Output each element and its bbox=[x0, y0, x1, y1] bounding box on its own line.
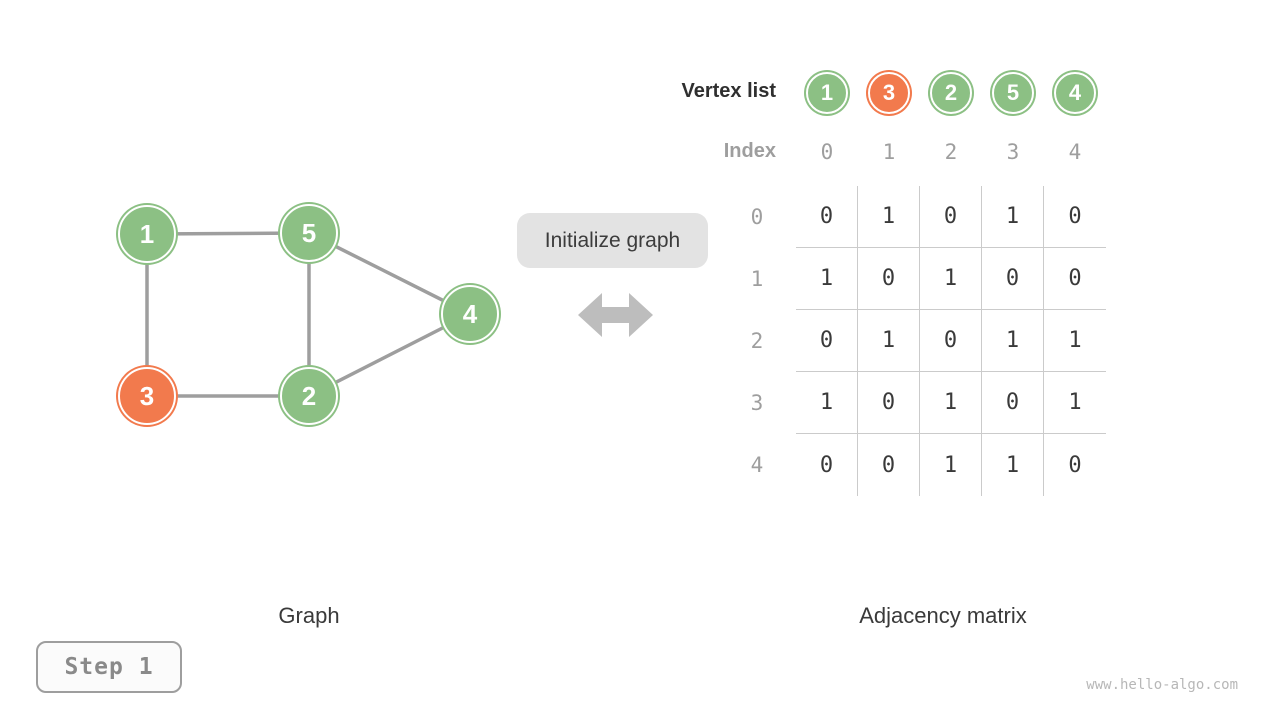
watermark: www.hello-algo.com bbox=[1086, 677, 1238, 693]
vertex-label: 4 bbox=[1068, 80, 1082, 105]
node-ring bbox=[930, 72, 972, 114]
vertex-circle-3: 3 bbox=[866, 70, 912, 116]
matrix-cell-r1c0: 1 bbox=[796, 248, 858, 310]
vertex-label: 2 bbox=[944, 80, 958, 105]
matrix-cell-r4c1: 0 bbox=[858, 434, 920, 496]
matrix-cell-r0c3: 1 bbox=[982, 186, 1044, 248]
index-value-0: 0 bbox=[820, 140, 834, 164]
node-ring bbox=[118, 367, 176, 425]
matrix-cell-r3c1: 0 bbox=[858, 372, 920, 434]
vertex-circle-5: 5 bbox=[990, 70, 1036, 116]
matrix-cell-r1c3: 0 bbox=[982, 248, 1044, 310]
matrix-caption: Adjacency matrix bbox=[859, 603, 1027, 628]
vertex-circle-4: 4 bbox=[1052, 70, 1098, 116]
graph-node-3: 3 bbox=[116, 365, 178, 427]
matrix-cell-r2c4: 1 bbox=[1044, 310, 1106, 372]
matrix-cell-r1c4: 0 bbox=[1044, 248, 1106, 310]
graph-node-1: 1 bbox=[116, 203, 178, 265]
graph-node-4: 4 bbox=[439, 283, 501, 345]
vertex-list-label: Vertex list bbox=[681, 80, 776, 102]
matrix-cell-r4c3: 1 bbox=[982, 434, 1044, 496]
step-badge: Step 1 bbox=[36, 641, 182, 693]
node-ring bbox=[868, 72, 910, 114]
matrix-cell-r4c0: 0 bbox=[796, 434, 858, 496]
row-label-2: 2 bbox=[750, 329, 764, 353]
node-label: 1 bbox=[139, 218, 155, 249]
vertex-circle-1: 1 bbox=[804, 70, 850, 116]
node-label: 5 bbox=[301, 217, 317, 248]
initialize-graph-label: Initialize graph bbox=[517, 213, 708, 268]
node-label: 4 bbox=[462, 298, 478, 329]
matrix-cell-r4c4: 0 bbox=[1068, 452, 1082, 478]
index-value-3: 3 bbox=[1006, 140, 1020, 164]
node-ring bbox=[1054, 72, 1096, 114]
graph-node-2: 2 bbox=[278, 365, 340, 427]
matrix-cell-r1c2: 1 bbox=[920, 248, 982, 310]
graph-caption: Graph bbox=[278, 603, 340, 628]
matrix-cell-r1c1: 0 bbox=[858, 248, 920, 310]
matrix-cell-r2c1: 1 bbox=[858, 310, 920, 372]
vertex-label: 5 bbox=[1006, 80, 1020, 105]
matrix-cell-r2c2: 0 bbox=[920, 310, 982, 372]
matrix-cell-r2c3: 1 bbox=[982, 310, 1044, 372]
graph-node-5: 5 bbox=[278, 202, 340, 264]
index-value-4: 4 bbox=[1068, 140, 1082, 164]
double-arrow-icon bbox=[578, 293, 653, 337]
node-ring bbox=[280, 367, 338, 425]
index-label: Index bbox=[723, 140, 776, 162]
node-label: 2 bbox=[301, 380, 317, 411]
node-ring bbox=[280, 204, 338, 262]
node-ring bbox=[118, 205, 176, 263]
matrix-row-labels: 0 1 2 3 4 bbox=[737, 186, 777, 496]
node-ring bbox=[441, 285, 499, 343]
matrix-cell-r3c0: 1 bbox=[796, 372, 858, 434]
node-ring bbox=[806, 72, 848, 114]
matrix-cell-r0c1: 1 bbox=[858, 186, 920, 248]
row-label-0: 0 bbox=[750, 205, 764, 229]
node-ring bbox=[992, 72, 1034, 114]
matrix-cell-r0c0: 0 bbox=[796, 186, 858, 248]
row-label-1: 1 bbox=[750, 267, 764, 291]
vertex-label: 1 bbox=[820, 80, 834, 105]
row-label-4: 4 bbox=[750, 453, 764, 477]
index-value-2: 2 bbox=[944, 140, 958, 164]
index-value-1: 1 bbox=[882, 140, 896, 164]
matrix-cell-r3c4: 1 bbox=[1044, 372, 1106, 434]
matrix-cell-r3c2: 1 bbox=[920, 372, 982, 434]
node-label: 3 bbox=[139, 380, 155, 411]
vertex-label: 3 bbox=[882, 80, 896, 105]
matrix-cell-r2c0: 0 bbox=[796, 310, 858, 372]
index-row: 0 1 2 3 4 bbox=[796, 135, 1106, 169]
vertex-circle-2: 2 bbox=[928, 70, 974, 116]
matrix-cell-r3c3: 0 bbox=[982, 372, 1044, 434]
row-label-3: 3 bbox=[750, 391, 764, 415]
matrix-cell-r0c4: 0 bbox=[1044, 186, 1106, 248]
matrix-cell-r0c2: 0 bbox=[920, 186, 982, 248]
matrix-cell-r4c2: 1 bbox=[920, 434, 982, 496]
